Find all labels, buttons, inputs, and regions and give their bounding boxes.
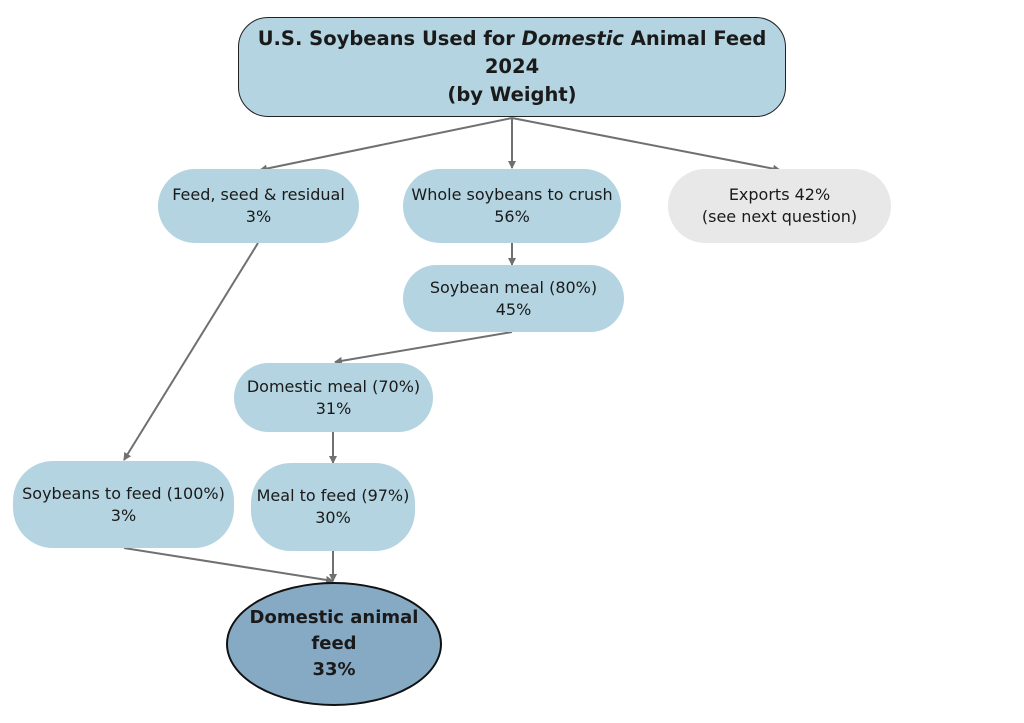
arrow-title-to-exports — [511, 117, 781, 173]
node-domestic-meal: Domestic meal (70%) 31% — [234, 363, 433, 432]
node-exports: Exports 42% (see next question) — [668, 169, 891, 243]
node-feed-seed-residual: Feed, seed & residual 3% — [158, 169, 359, 243]
arrow-soybeans-feed-to-final — [123, 547, 334, 584]
node-domestic-animal-feed: Domestic animal feed 33% — [226, 582, 442, 706]
arrow-title-to-feed-seed — [259, 117, 513, 173]
diagram-title: U.S. Soybeans Used for Domestic Animal F… — [238, 17, 786, 117]
title-main: U.S. Soybeans Used for Domestic Animal F… — [257, 26, 767, 78]
node-whole-soybeans-crush: Whole soybeans to crush 56% — [403, 169, 621, 243]
node-meal-to-feed: Meal to feed (97%) 30% — [251, 463, 415, 551]
node-soybeans-to-feed: Soybeans to feed (100%) 3% — [13, 461, 234, 548]
arrow-meal-to-domestic-meal — [334, 331, 513, 365]
arrow-feed-seed-to-soybeans-feed — [123, 242, 259, 461]
node-soybean-meal: Soybean meal (80%) 45% — [403, 265, 624, 332]
title-subtitle: (by Weight) — [447, 83, 577, 107]
